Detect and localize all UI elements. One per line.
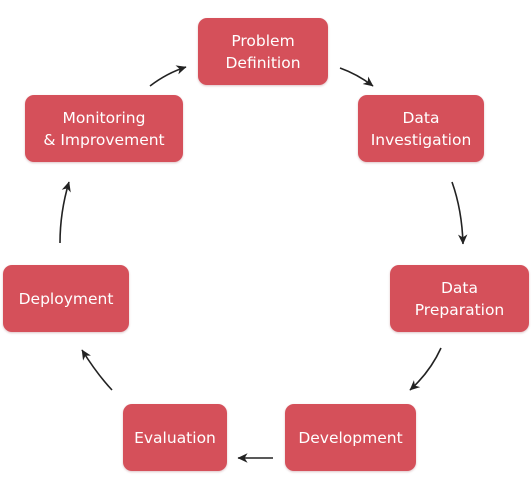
stage-problem-definition: Problem Definition [198,18,328,85]
stage-monitoring-improvement: Monitoring & Improvement [25,95,183,162]
stage-deployment: Deployment [3,265,129,332]
arrow-problem-to-data-investigation [339,67,374,87]
arrow-monitoring-to-problem [149,65,187,87]
arrow-data-investigation-to-data-preparation [451,181,468,245]
arrow-data-preparation-to-development [409,347,442,391]
stage-data-preparation: Data Preparation [390,265,529,332]
arrow-evaluation-to-deployment [81,349,113,391]
stage-development: Development [285,404,416,471]
stage-evaluation: Evaluation [123,404,227,471]
stage-data-investigation: Data Investigation [358,95,484,162]
arrow-deployment-to-monitoring [59,181,71,244]
